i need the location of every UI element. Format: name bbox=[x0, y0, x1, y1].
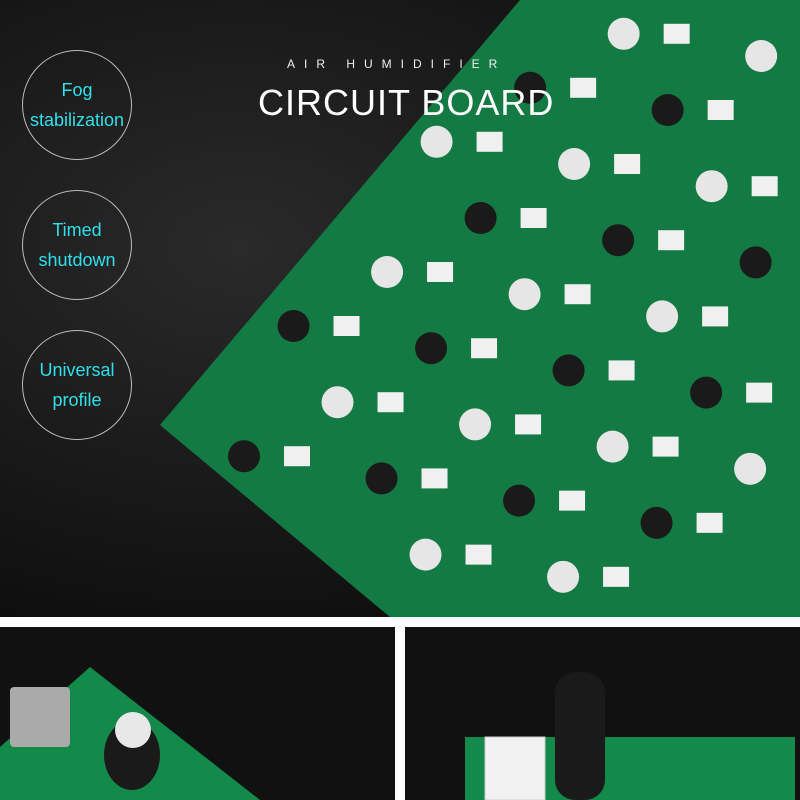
connector bbox=[707, 100, 734, 120]
connector bbox=[484, 736, 546, 800]
product-subtitle: AIR HUMIDIFIER bbox=[287, 57, 507, 71]
connector bbox=[520, 208, 547, 228]
feature-badge-fog: Fog stabilization bbox=[22, 50, 132, 160]
capacitor bbox=[690, 376, 723, 409]
connector bbox=[377, 392, 404, 413]
connector bbox=[421, 468, 448, 489]
capacitor bbox=[602, 224, 635, 257]
capacitor bbox=[459, 408, 492, 441]
connector bbox=[333, 316, 360, 336]
connector bbox=[471, 338, 498, 359]
feature-line: profile bbox=[52, 390, 102, 410]
connector bbox=[751, 176, 778, 197]
hero-image: AIR HUMIDIFIER CIRCUIT BOARD Fog stabiliz… bbox=[0, 0, 800, 617]
capacitor bbox=[596, 430, 629, 463]
capacitor bbox=[371, 256, 404, 288]
product-title: CIRCUIT BOARD bbox=[258, 82, 555, 123]
feature-badge-timer: Timed shutdown bbox=[22, 190, 132, 300]
connector bbox=[608, 360, 635, 381]
circuit-board-array bbox=[160, 0, 800, 617]
capacitor bbox=[228, 440, 260, 473]
capacitor bbox=[503, 484, 536, 517]
connector bbox=[476, 131, 503, 152]
connector bbox=[603, 566, 630, 587]
capacitor bbox=[734, 452, 767, 485]
feature-line: Universal bbox=[39, 360, 115, 380]
capacitor bbox=[547, 560, 580, 593]
connector bbox=[564, 284, 591, 305]
capacitor bbox=[365, 462, 398, 495]
detail-photos bbox=[0, 617, 800, 800]
capacitor bbox=[552, 354, 585, 387]
feature-line: Timed bbox=[52, 220, 102, 240]
usb-port bbox=[10, 687, 70, 747]
feature-badge-profile: Universal profile bbox=[22, 330, 132, 440]
connector bbox=[427, 262, 454, 282]
feature-line: shutdown bbox=[38, 250, 116, 270]
capacitor bbox=[558, 148, 591, 180]
capacitor bbox=[464, 202, 497, 234]
connector bbox=[746, 382, 773, 403]
capacitor bbox=[409, 538, 442, 571]
capacitor bbox=[415, 332, 448, 365]
capacitor bbox=[514, 71, 547, 104]
connector bbox=[515, 414, 542, 435]
detail-photo-usb bbox=[0, 627, 395, 800]
detail-photo-inductor bbox=[405, 627, 800, 800]
connector bbox=[702, 306, 729, 327]
capacitor bbox=[607, 17, 640, 50]
capacitor bbox=[508, 278, 541, 311]
capacitor bbox=[745, 40, 778, 72]
capacitor bbox=[651, 94, 684, 126]
capacitor-top bbox=[115, 712, 151, 748]
connector bbox=[663, 23, 690, 44]
connector bbox=[284, 446, 310, 467]
inductor bbox=[555, 672, 605, 800]
capacitor bbox=[277, 310, 310, 342]
capacitor bbox=[646, 300, 679, 333]
feature-line: stabilization bbox=[29, 110, 125, 130]
connector bbox=[570, 77, 597, 98]
capacitor bbox=[420, 125, 453, 158]
capacitor bbox=[321, 386, 354, 419]
capacitor bbox=[640, 506, 673, 539]
connector bbox=[696, 512, 723, 533]
connector bbox=[559, 490, 586, 511]
connector bbox=[465, 544, 492, 565]
connector bbox=[652, 436, 679, 457]
capacitor bbox=[739, 246, 772, 279]
capacitor bbox=[695, 170, 728, 203]
connector bbox=[658, 230, 685, 251]
connector bbox=[614, 154, 641, 174]
feature-line: Fog bbox=[61, 80, 93, 100]
